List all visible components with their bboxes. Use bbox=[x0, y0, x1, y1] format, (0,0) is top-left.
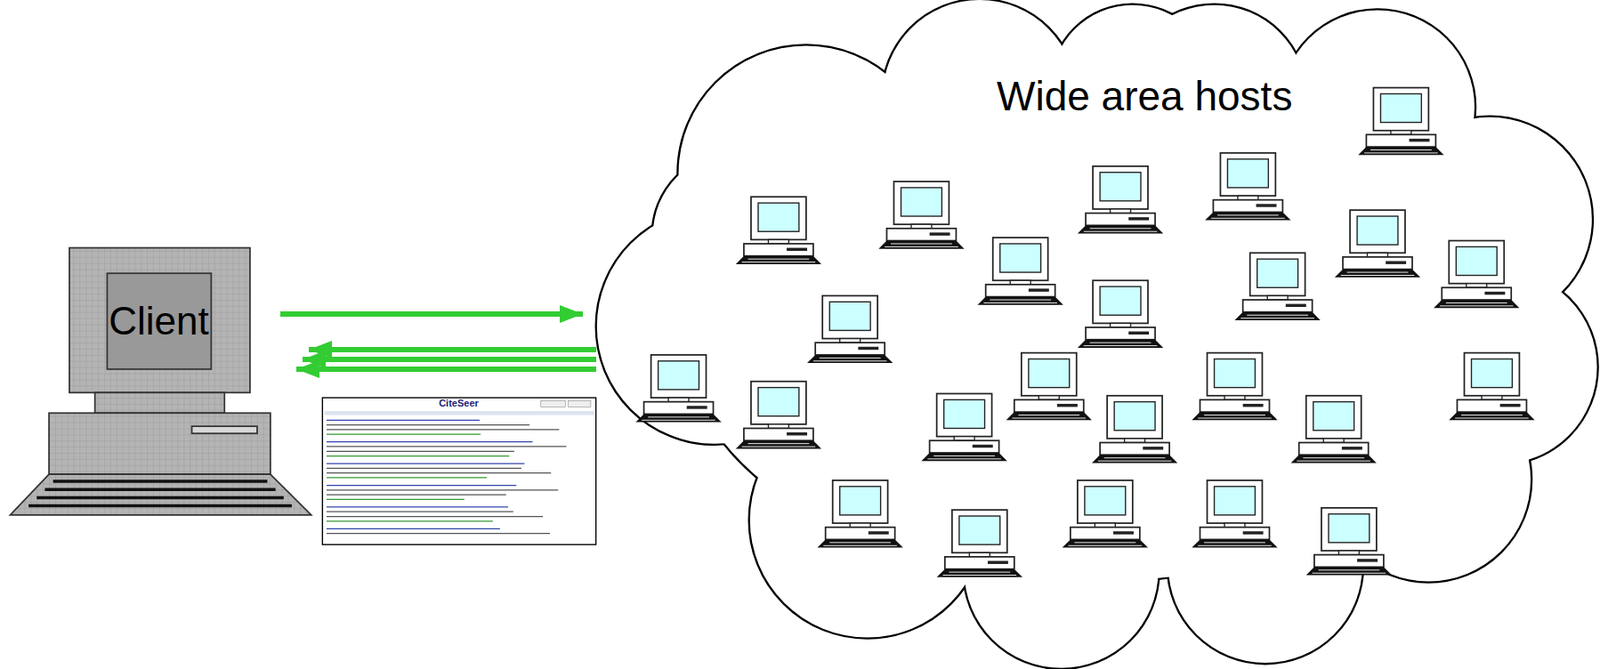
request-arrow bbox=[296, 366, 597, 372]
host-computer bbox=[1191, 480, 1277, 549]
result-line bbox=[326, 451, 515, 453]
result-line bbox=[326, 445, 566, 447]
computer-label: Client bbox=[108, 299, 210, 343]
result-line bbox=[326, 468, 522, 469]
result-line bbox=[326, 506, 509, 508]
result-line bbox=[326, 511, 514, 513]
result-line bbox=[326, 472, 551, 474]
host-computer bbox=[1077, 166, 1164, 235]
host-computer bbox=[1091, 395, 1178, 464]
result-line bbox=[326, 528, 501, 530]
request-arrow bbox=[302, 356, 597, 363]
result-line bbox=[326, 493, 507, 495]
host-computer bbox=[735, 381, 822, 450]
host-computer bbox=[1448, 353, 1535, 421]
host-computer bbox=[816, 480, 903, 549]
host-computer bbox=[1291, 395, 1377, 464]
host-computer bbox=[937, 509, 1023, 578]
host-computers bbox=[635, 88, 1535, 578]
result-line bbox=[326, 533, 550, 534]
host-computer bbox=[1204, 153, 1291, 221]
host-computer bbox=[878, 181, 964, 250]
host-computer bbox=[1334, 210, 1421, 278]
client-computer bbox=[9, 248, 311, 516]
page-logo: CiteSeer bbox=[322, 397, 596, 409]
host-computer bbox=[1234, 252, 1320, 321]
host-computer bbox=[735, 196, 822, 265]
host-computer bbox=[1006, 353, 1092, 421]
result-line bbox=[326, 462, 525, 464]
result-line bbox=[326, 424, 530, 426]
result-line bbox=[326, 441, 534, 443]
host-computer bbox=[1357, 88, 1444, 156]
host-computer bbox=[1433, 241, 1520, 309]
result-line bbox=[326, 420, 480, 421]
result-line bbox=[326, 428, 559, 430]
cloud-outline bbox=[597, 0, 1598, 669]
result-line bbox=[326, 476, 487, 478]
request-arrow bbox=[280, 311, 583, 317]
results-screenshot bbox=[322, 397, 596, 545]
region-title: Wide area hosts bbox=[996, 73, 1293, 120]
result-line bbox=[326, 499, 465, 501]
cloud-region: Wide area hosts bbox=[591, 4, 1598, 668]
result-line bbox=[326, 455, 510, 457]
host-computer bbox=[1306, 508, 1392, 576]
host-computer bbox=[1062, 480, 1148, 549]
client-screen: Client bbox=[106, 273, 211, 370]
host-computer bbox=[635, 355, 721, 423]
result-line bbox=[326, 489, 558, 491]
result-line bbox=[326, 520, 493, 522]
request-arrow bbox=[308, 347, 597, 353]
host-computer bbox=[977, 237, 1064, 306]
result-line bbox=[326, 484, 517, 486]
host-computer bbox=[921, 393, 1007, 461]
host-computer bbox=[1191, 353, 1277, 421]
result-line bbox=[326, 516, 543, 518]
result-line bbox=[326, 433, 481, 435]
host-computer bbox=[807, 295, 893, 364]
host-computer bbox=[1077, 280, 1164, 348]
